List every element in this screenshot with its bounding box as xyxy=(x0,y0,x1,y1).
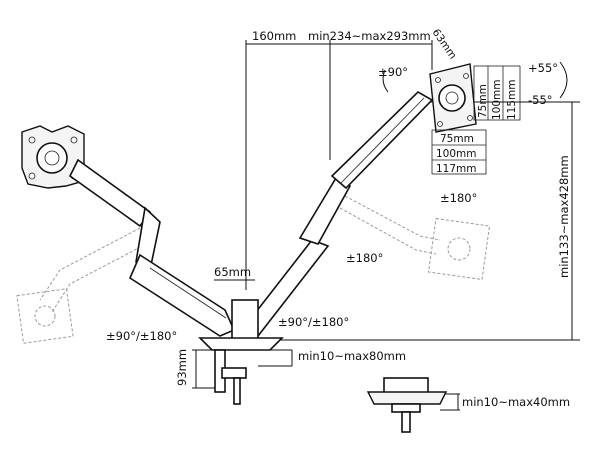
offset-label: 160mm xyxy=(252,29,296,43)
base-left-label: ±90°/±180° xyxy=(106,329,177,343)
rot-middle-label: ±180° xyxy=(346,251,383,265)
vesa-f-label: 117mm xyxy=(436,163,477,175)
right-arm xyxy=(240,91,434,337)
left-vesa-plate xyxy=(21,125,85,189)
reach-label: min234~max293mm xyxy=(308,29,431,43)
base-right-label: ±90°/±180° xyxy=(278,315,349,329)
tilt-offset-label: 63mm xyxy=(430,27,459,62)
rotation-arrows xyxy=(382,61,568,99)
tilt-down-label: -55° xyxy=(528,93,553,107)
ghost-right-monitor xyxy=(339,195,491,281)
vesa-a-label: 75mm xyxy=(477,84,489,118)
dimension-lines xyxy=(192,40,580,411)
ghost-left-monitor xyxy=(16,227,151,344)
pole-gap-label: 65mm xyxy=(214,265,251,279)
height-range-label: min133~max428mm xyxy=(557,155,571,278)
vesa-b-label: 100mm xyxy=(491,80,503,121)
tilt-up-label: +55° xyxy=(528,61,558,75)
vesa-c-label: 115mm xyxy=(506,80,518,121)
right-vesa-plate xyxy=(429,63,521,175)
clamp-range-label: min10~max80mm xyxy=(298,349,406,363)
grommet-range-label: min10~max40mm xyxy=(462,395,570,409)
grommet-mount xyxy=(366,377,448,433)
clamp-height-label: 93mm xyxy=(175,349,189,386)
left-arm xyxy=(68,158,236,337)
vesa-e-label: 100mm xyxy=(436,148,477,160)
pole-and-clamp xyxy=(198,299,284,405)
rot-right-label: ±180° xyxy=(440,191,477,205)
vesa-d-label: 75mm xyxy=(440,133,474,145)
swivel-top-label: ±90° xyxy=(378,65,408,79)
